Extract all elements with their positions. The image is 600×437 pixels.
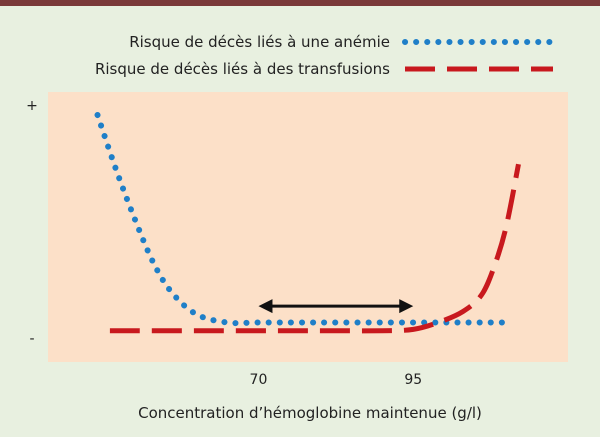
legend-label-transfusion: Risque de décès liés à des transfusions bbox=[95, 60, 390, 78]
plot-area bbox=[48, 92, 568, 362]
x-axis-title: Concentration d’hémoglobine maintenue (g… bbox=[138, 404, 482, 422]
top-border bbox=[0, 0, 600, 6]
x-tick-95: 95 bbox=[404, 372, 422, 388]
y-tick-minus: - bbox=[29, 331, 34, 347]
annotation-layer bbox=[258, 299, 414, 314]
range-arrow-head-right bbox=[399, 299, 414, 314]
legend-label-anemia: Risque de décès liés à une anémie bbox=[129, 33, 390, 51]
series-line-anemia bbox=[94, 112, 510, 327]
y-tick-plus: + bbox=[26, 98, 38, 114]
x-tick-70: 70 bbox=[250, 372, 268, 388]
series-layer bbox=[94, 112, 521, 334]
legend: Risque de décès liés à une anémie Risque… bbox=[95, 33, 556, 78]
series-line-transfusion bbox=[109, 163, 521, 334]
range-arrow-head-left bbox=[258, 299, 273, 314]
